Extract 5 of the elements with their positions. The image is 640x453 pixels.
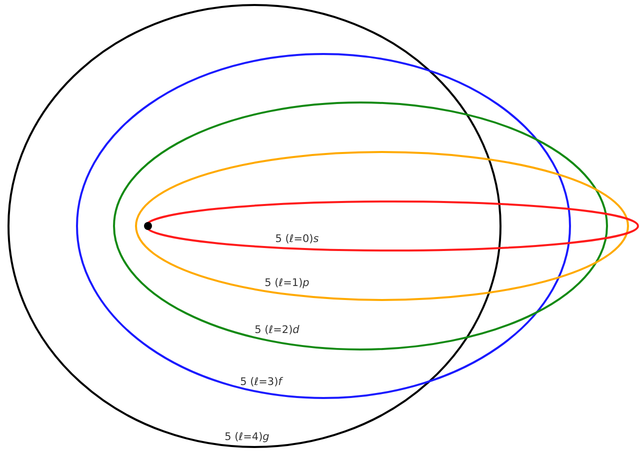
orbit-label: 5 (ℓ=0)s	[275, 233, 319, 245]
orbit-label: 5 (ℓ=3)f	[240, 376, 282, 388]
orbit-label: 5 (ℓ=1)p	[264, 277, 310, 289]
orbit-label: 5 (ℓ=2)d	[254, 324, 300, 336]
orbit-label: 5 (ℓ=4)g	[224, 431, 270, 443]
